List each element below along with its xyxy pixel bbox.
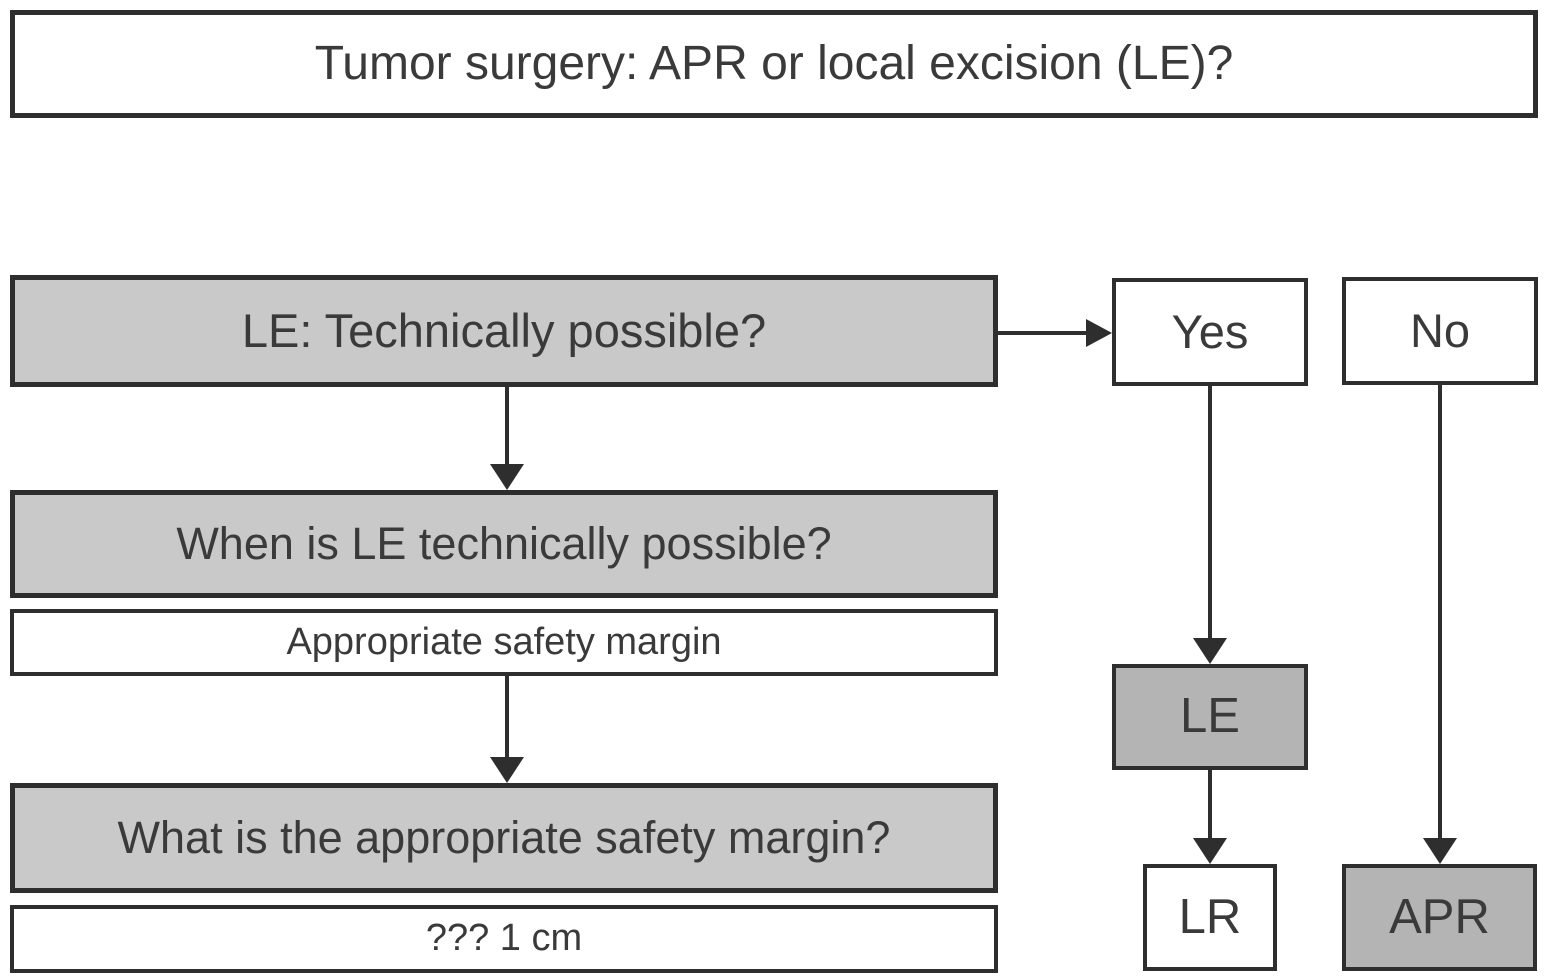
- node-label: When is LE technically possible?: [176, 518, 832, 570]
- arrow-line: [505, 676, 509, 758]
- node-outcome-apr: APR: [1342, 864, 1537, 971]
- node-label: Appropriate safety margin: [286, 620, 722, 663]
- node-label: APR: [1389, 889, 1490, 944]
- arrow-line: [1438, 385, 1442, 839]
- node-answer-safety-margin: Appropriate safety margin: [10, 609, 998, 676]
- arrow-line: [505, 387, 509, 465]
- arrowhead-down-icon: [1193, 638, 1227, 664]
- arrow-line: [1208, 386, 1212, 639]
- node-label: ??? 1 cm: [425, 917, 583, 960]
- node-label: What is the appropriate safety margin?: [117, 812, 891, 864]
- node-question-when-possible: When is LE technically possible?: [10, 490, 998, 598]
- arrowhead-down-icon: [1423, 838, 1457, 864]
- arrowhead-down-icon: [490, 464, 524, 490]
- arrow-line: [998, 331, 1090, 335]
- node-answer-no: No: [1342, 277, 1538, 385]
- arrowhead-down-icon: [1193, 838, 1227, 864]
- node-label: LE: [1180, 689, 1240, 744]
- node-question-what-margin: What is the appropriate safety margin?: [10, 783, 998, 893]
- arrowhead-right-icon: [1086, 319, 1112, 347]
- diagram-title: Tumor surgery: APR or local excision (LE…: [314, 36, 1234, 90]
- node-label: LE: Technically possible?: [241, 304, 767, 358]
- node-question-le-possible: LE: Technically possible?: [10, 275, 998, 387]
- node-answer-margin-value: ??? 1 cm: [10, 905, 998, 973]
- arrowhead-down-icon: [490, 757, 524, 783]
- arrow-line: [1208, 770, 1212, 839]
- node-label: No: [1409, 304, 1471, 358]
- node-label: Yes: [1171, 305, 1249, 359]
- node-outcome-lr: LR: [1143, 864, 1277, 971]
- node-outcome-le: LE: [1112, 664, 1308, 770]
- title-box: Tumor surgery: APR or local excision (LE…: [10, 10, 1538, 118]
- node-label: LR: [1178, 889, 1242, 944]
- node-answer-yes: Yes: [1112, 278, 1308, 386]
